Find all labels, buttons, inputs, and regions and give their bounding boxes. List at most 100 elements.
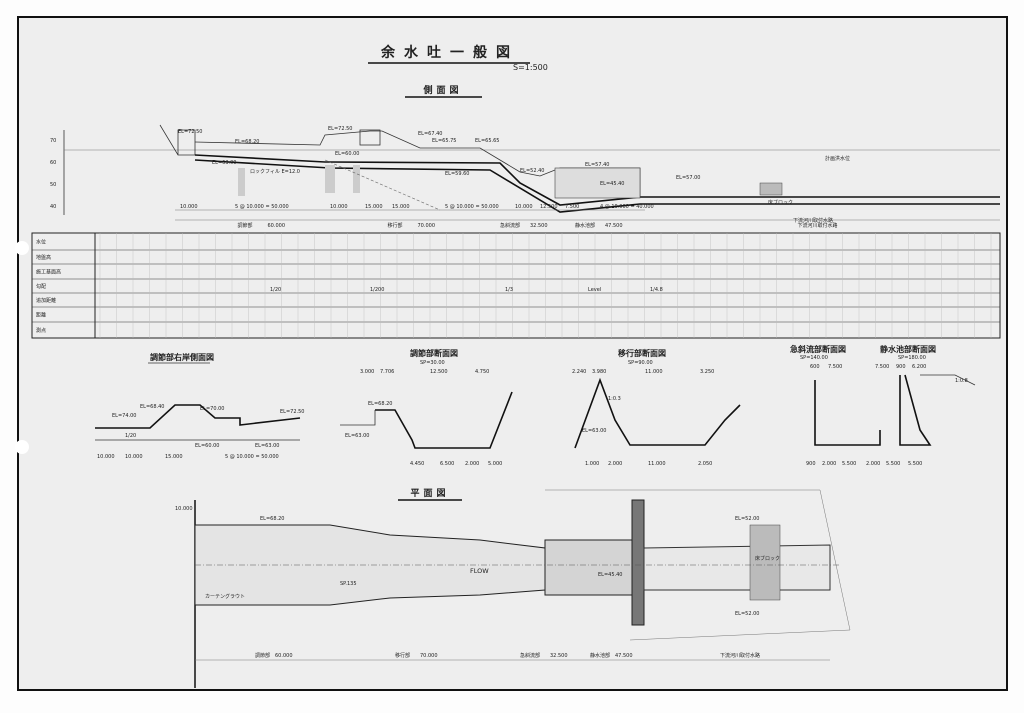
section-dim: 4.750: [475, 369, 489, 375]
segment-name: 調節部: [238, 222, 253, 229]
cross-sections: 調節部右岸側面図 EL=74.00 EL=70.00 EL=72.50 EL=6…: [95, 344, 976, 467]
section-label: EL=63.00: [255, 443, 279, 449]
section-label: EL=68.40: [140, 404, 164, 410]
gradient-value: 1/20: [270, 287, 281, 293]
dimension-label: 5 @ 10.000 = 50.000: [235, 204, 289, 210]
plan-label: 32.500: [550, 653, 568, 659]
elev-tick: 70: [50, 138, 56, 144]
section-dim: 5 @ 10.000 = 50.000: [225, 454, 279, 460]
section-dim: 10.000: [97, 454, 115, 460]
profile-label: EL=72.50: [178, 129, 202, 135]
gradient-value: Level: [588, 287, 601, 293]
punch-hole: [15, 440, 29, 454]
section-dim: 3.250: [700, 369, 714, 375]
section-dim: 5.500: [842, 461, 856, 467]
section-dim: 2.240: [572, 369, 586, 375]
section-dim: 2.000: [465, 461, 479, 467]
segment-name: 移行部: [388, 222, 403, 229]
profile-label: EL=57.00: [676, 175, 700, 181]
table-row-label: 測点: [36, 327, 46, 334]
profile-label: EL=57.40: [585, 162, 609, 168]
section-dim: 15.000: [165, 454, 183, 460]
section-dim: 2.000: [822, 461, 836, 467]
section-label: 1:0.3: [608, 396, 621, 402]
plan-label: SP.135: [340, 581, 357, 587]
table-row-label: 距離: [36, 312, 46, 319]
table-row-label: 勾配: [36, 283, 46, 290]
profile-label: EL=52.40: [520, 168, 544, 174]
dimension-label: 10.000: [515, 204, 533, 210]
section-label: EL=63.00: [582, 428, 606, 434]
section-dim: 600: [810, 364, 820, 370]
profile-label: EL=63.00: [212, 160, 236, 166]
plan-label: 70.000: [420, 653, 438, 659]
profile-label: 下流河川取付水路: [793, 217, 833, 224]
dimension-label: 4 @ 10.000 = 40.000: [600, 204, 654, 210]
plan-label: カーテングラウト: [205, 593, 245, 600]
dimension-label: 10.000: [180, 204, 198, 210]
dimension-label: 12.500: [540, 204, 558, 210]
section-sp: SP=90.00: [628, 360, 653, 366]
section-label: 1:0.8: [955, 378, 968, 384]
section-dim: 4.450: [410, 461, 424, 467]
table-row-label: 施工基面高: [36, 269, 61, 276]
plan-segment: 急斜流部: [520, 652, 540, 659]
plan-label: FLOW: [470, 567, 489, 575]
plan-label: 10.000: [175, 506, 193, 512]
section-dim: 3.980: [592, 369, 606, 375]
segment-name: 急斜流部: [500, 222, 520, 229]
profile-label: EL=68.20: [235, 139, 259, 145]
section-title: 調節部断面図: [410, 348, 458, 358]
segment-name: 下流河川取付水路: [798, 222, 838, 229]
profile-label: EL=65.65: [475, 138, 499, 144]
plan-label: EL=68.20: [260, 516, 284, 522]
profile-view: 70 60 50 40 EL=72.50 EL=68.20 EL=63.00 E…: [50, 124, 1000, 229]
section-dim: 900: [806, 461, 816, 467]
section-dim: 6.200: [912, 364, 926, 370]
gradient-value: 1/3: [505, 287, 513, 293]
profile-title: 側面図: [422, 84, 462, 96]
elev-tick: 60: [50, 160, 56, 166]
section-dim: 5.500: [908, 461, 922, 467]
section-title: 移行部断面図: [618, 348, 666, 358]
section-dim: 11.000: [648, 461, 666, 467]
section-dim: 1.000: [585, 461, 599, 467]
section-label: EL=63.00: [345, 433, 369, 439]
segment-length: 47.500: [605, 223, 623, 229]
section-dim: 12.500: [430, 369, 448, 375]
punch-hole: [15, 241, 29, 255]
section-title: 調節部右岸側面図: [150, 352, 214, 362]
elev-tick: 40: [50, 204, 56, 210]
section-sp: SP=30.00: [420, 360, 445, 366]
gradient-value: 1/200: [370, 287, 384, 293]
gradient-value: 1/4.8: [650, 287, 663, 293]
segment-length: 70.000: [418, 223, 436, 229]
section-dim: 10.000: [125, 454, 143, 460]
profile-label: 床ブロック: [768, 199, 793, 206]
dimension-label: 15.000: [365, 204, 383, 210]
section-title: 静水池部断面図: [880, 344, 936, 354]
section-label: EL=70.00: [200, 406, 224, 412]
plan-label: 47.500: [615, 653, 633, 659]
profile-label: EL=60.00: [335, 151, 359, 157]
section-sp: SP=180.00: [898, 355, 926, 361]
profile-label: EL=72.50: [328, 126, 352, 132]
plan-title: 平面図: [410, 488, 449, 499]
segment-name: 静水池部: [575, 222, 595, 229]
section-dim: 7.500: [828, 364, 842, 370]
plan-segment: 移行部: [395, 652, 410, 659]
dimension-label: 5 @ 10.000 = 50.000: [445, 204, 499, 210]
plan-label: EL=45.40: [598, 572, 622, 578]
profile-label: ロックフィル E=12.0: [250, 169, 300, 175]
section-dim: 3.000: [360, 369, 374, 375]
plan-segment: 静水池部: [590, 652, 610, 659]
section-dim: 7.706: [380, 369, 394, 375]
section-dim: 11.000: [645, 369, 663, 375]
section-dim: 2.000: [608, 461, 622, 467]
section-dim: 5.500: [886, 461, 900, 467]
profile-label: EL=67.40: [418, 131, 442, 137]
elev-tick: 50: [50, 182, 56, 188]
section-label: EL=60.00: [195, 443, 219, 449]
